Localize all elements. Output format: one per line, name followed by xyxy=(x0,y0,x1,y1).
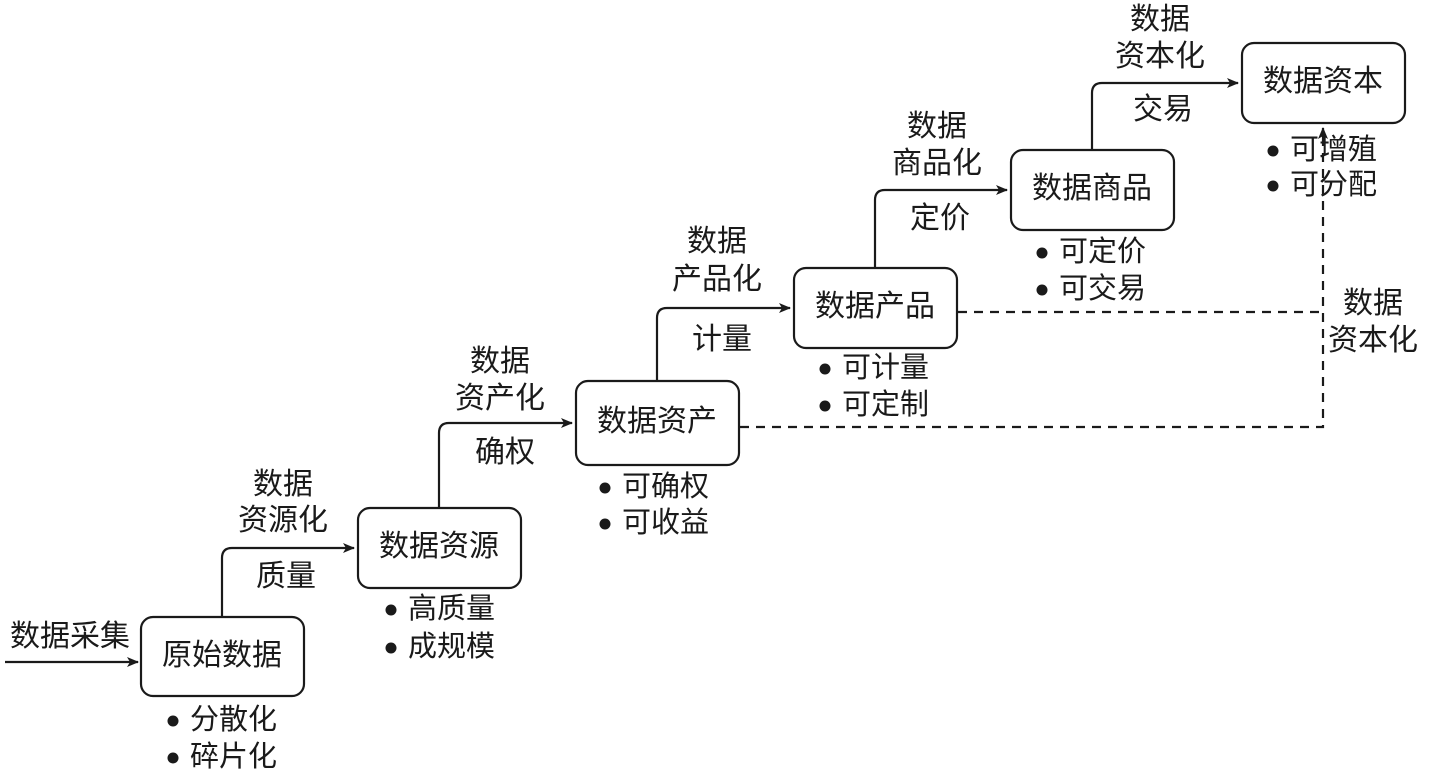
node-label: 原始数据 xyxy=(162,638,282,673)
transition-line1: 数据 xyxy=(1130,2,1190,37)
bullet-text: 分散化 xyxy=(190,702,277,736)
bullet-text: 可定制 xyxy=(842,387,929,421)
bullet-dot xyxy=(167,715,179,727)
transition-line2: 资产化 xyxy=(455,381,545,416)
dashed-capitalization-label: 数据 资本化 xyxy=(1326,285,1424,361)
node-data-product: 数据产品 xyxy=(792,266,959,350)
bullets-data-asset: 可确权 可收益 xyxy=(599,469,709,539)
connector-product-to-commodity xyxy=(873,185,1008,268)
transition-commodity: 数据 商品化 定价 xyxy=(892,109,982,236)
bullet-dot xyxy=(599,518,611,530)
transition-line1: 数据 xyxy=(253,467,313,502)
transition-line1: 数据 xyxy=(470,344,530,379)
transition-resource: 数据 资源化 质量 xyxy=(238,467,328,594)
bullet-text: 可分配 xyxy=(1290,167,1377,201)
dashed-label-line2: 资本化 xyxy=(1328,323,1418,358)
connector-resource-to-asset xyxy=(437,418,573,508)
bullet-dot xyxy=(1267,145,1279,157)
transition-line2: 资源化 xyxy=(238,503,328,538)
bullet-text: 碎片化 xyxy=(190,739,277,773)
transition-condition: 确权 xyxy=(475,435,535,470)
connector-raw-to-resource xyxy=(220,543,355,617)
input-label: 数据采集 xyxy=(10,619,130,654)
bullet-dot xyxy=(385,604,397,616)
dashed-label-line1: 数据 xyxy=(1343,286,1403,321)
transition-line1: 数据 xyxy=(687,224,747,259)
node-label: 数据产品 xyxy=(815,289,935,324)
bullets-raw-data: 分散化 碎片化 xyxy=(167,702,277,773)
transition-condition: 定价 xyxy=(910,201,970,236)
bullet-text: 可计量 xyxy=(842,350,929,384)
node-label: 数据资本 xyxy=(1263,64,1383,99)
bullet-dot xyxy=(1036,247,1048,259)
bullet-dot xyxy=(385,642,397,654)
node-label: 数据资源 xyxy=(379,529,499,564)
bullet-text: 可交易 xyxy=(1059,271,1146,305)
node-data-asset: 数据资产 xyxy=(574,379,741,467)
bullet-dot xyxy=(1036,284,1048,296)
bullets-data-product: 可计量 可定制 xyxy=(819,350,929,421)
transition-line2: 资本化 xyxy=(1115,39,1205,74)
bullet-dot xyxy=(599,482,611,494)
bullets-data-commodity: 可定价 可交易 xyxy=(1036,234,1146,305)
bullet-dot xyxy=(819,363,831,375)
bullet-text: 高质量 xyxy=(408,591,495,625)
bullet-text: 可确权 xyxy=(622,469,709,503)
node-data-commodity: 数据商品 xyxy=(1009,148,1176,232)
transition-line1: 数据 xyxy=(907,109,967,144)
node-label: 数据商品 xyxy=(1032,171,1152,206)
node-data-resource: 数据资源 xyxy=(356,506,523,590)
transition-product: 数据 产品化 计量 xyxy=(672,224,762,357)
connector-asset-to-product xyxy=(655,303,791,381)
transition-condition: 交易 xyxy=(1133,92,1193,127)
transition-asset: 数据 资产化 确权 xyxy=(455,344,545,470)
bullet-text: 可收益 xyxy=(622,505,709,539)
bullet-dot xyxy=(1267,180,1279,192)
bullet-text: 成规模 xyxy=(408,629,495,663)
node-label: 数据资产 xyxy=(597,404,717,439)
bullets-data-capital: 可增殖 可分配 xyxy=(1267,132,1377,201)
bullet-dot xyxy=(167,752,179,764)
transition-condition: 计量 xyxy=(692,322,752,357)
bullet-dot xyxy=(819,400,831,412)
transition-line2: 产品化 xyxy=(672,262,762,297)
transition-condition: 质量 xyxy=(256,559,316,594)
bullet-text: 可定价 xyxy=(1059,234,1146,268)
bullet-text: 可增殖 xyxy=(1290,132,1377,166)
connector-commodity-to-capital xyxy=(1090,78,1239,150)
bullets-data-resource: 高质量 成规模 xyxy=(385,591,495,663)
dashed-asset-to-capital xyxy=(740,140,1325,429)
transition-capital: 数据 资本化 交易 xyxy=(1115,2,1205,127)
node-raw-data: 原始数据 xyxy=(139,615,306,698)
transition-line2: 商品化 xyxy=(892,146,982,181)
node-data-capital: 数据资本 xyxy=(1240,41,1407,125)
